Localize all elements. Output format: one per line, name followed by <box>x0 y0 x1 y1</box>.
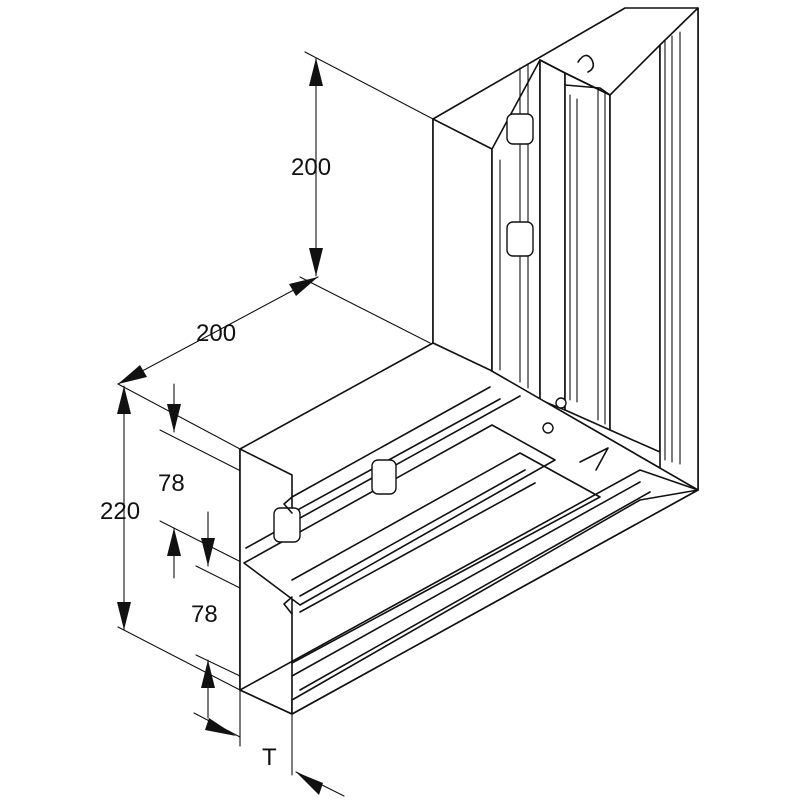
arrow-200-right <box>289 277 318 296</box>
arrow-78-lower-bottom <box>201 660 215 688</box>
outer-right-panel <box>659 7 699 491</box>
dim-label-78-lower: 78 <box>191 601 218 628</box>
angle-piece <box>239 7 699 715</box>
clip-lower-left <box>273 507 301 543</box>
dimension-arrows <box>117 58 323 795</box>
arrow-78-upper-top <box>167 404 181 432</box>
arrow-t-left <box>205 718 236 736</box>
arrow-220-top <box>117 386 131 414</box>
arrow-78-lower-top <box>201 538 215 566</box>
dim-label-220: 220 <box>100 498 141 525</box>
arrow-t-right <box>296 772 323 795</box>
arrow-200-left <box>118 365 147 384</box>
arrow-78-upper-bottom <box>167 528 181 556</box>
upper-rail <box>243 424 556 606</box>
rear-column-2 <box>564 72 611 431</box>
rear-column-1 <box>539 59 566 411</box>
dim-label-200-vertical: 200 <box>291 154 332 181</box>
clip-upper <box>506 113 534 145</box>
clip-lower-right <box>371 459 397 495</box>
dim-label-78-upper: 78 <box>158 470 185 497</box>
arrow-200-top <box>309 58 323 86</box>
clip-middle <box>506 221 534 257</box>
earth-symbol <box>577 54 595 73</box>
screw-1 <box>555 397 567 409</box>
arrow-220-bottom <box>117 602 131 630</box>
rear-column-3 <box>609 44 661 453</box>
vertical-arm-left-panel <box>432 118 493 373</box>
arrow-200-bottom <box>309 248 323 276</box>
screw-2 <box>542 422 554 434</box>
dim-label-thickness: T <box>262 744 277 771</box>
dim-label-200-diagonal: 200 <box>196 320 237 347</box>
